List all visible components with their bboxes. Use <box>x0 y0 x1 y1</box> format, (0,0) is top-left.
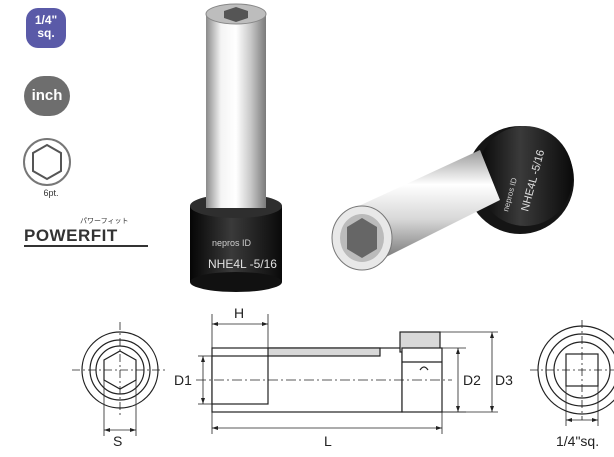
drive-size-badge: 1/4" sq. <box>26 8 66 48</box>
socket-tilted: nepros ID NHE4L -5/16 <box>331 126 574 271</box>
hexagon-icon <box>23 138 71 186</box>
dim-d2-label: D2 <box>463 372 481 388</box>
dim-d3-label: D3 <box>495 372 513 388</box>
socket-vertical: nepros ID NHE4L -5/16 <box>190 3 282 292</box>
dim-h-label: H <box>234 305 244 321</box>
front-end-view <box>72 322 168 436</box>
left-socket-mark-line2: NHE4L -5/16 <box>208 257 277 271</box>
brand-katakana: パワーフィット <box>80 218 129 225</box>
points-label: 6pt. <box>43 188 59 198</box>
brand-logo: POWERFIT <box>24 226 118 245</box>
dim-l-label: L <box>324 433 332 449</box>
product-photo: nepros ID NHE4L -5/16 nepros ID NHE4L -5… <box>190 3 574 292</box>
drive-size-line2: sq. <box>37 26 55 40</box>
brand-underline <box>24 245 148 247</box>
drive-size-line1: 1/4" <box>34 13 58 27</box>
unit-badge: inch <box>24 76 70 116</box>
dim-d1-label: D1 <box>174 372 192 388</box>
left-socket-mark-line1: nepros ID <box>212 238 252 248</box>
technical-drawing: S <box>72 305 614 449</box>
drive-end-view <box>530 320 614 426</box>
dim-drive-label: 1/4"sq. <box>556 433 599 449</box>
side-view <box>196 314 498 434</box>
dim-s-label: S <box>113 433 122 449</box>
